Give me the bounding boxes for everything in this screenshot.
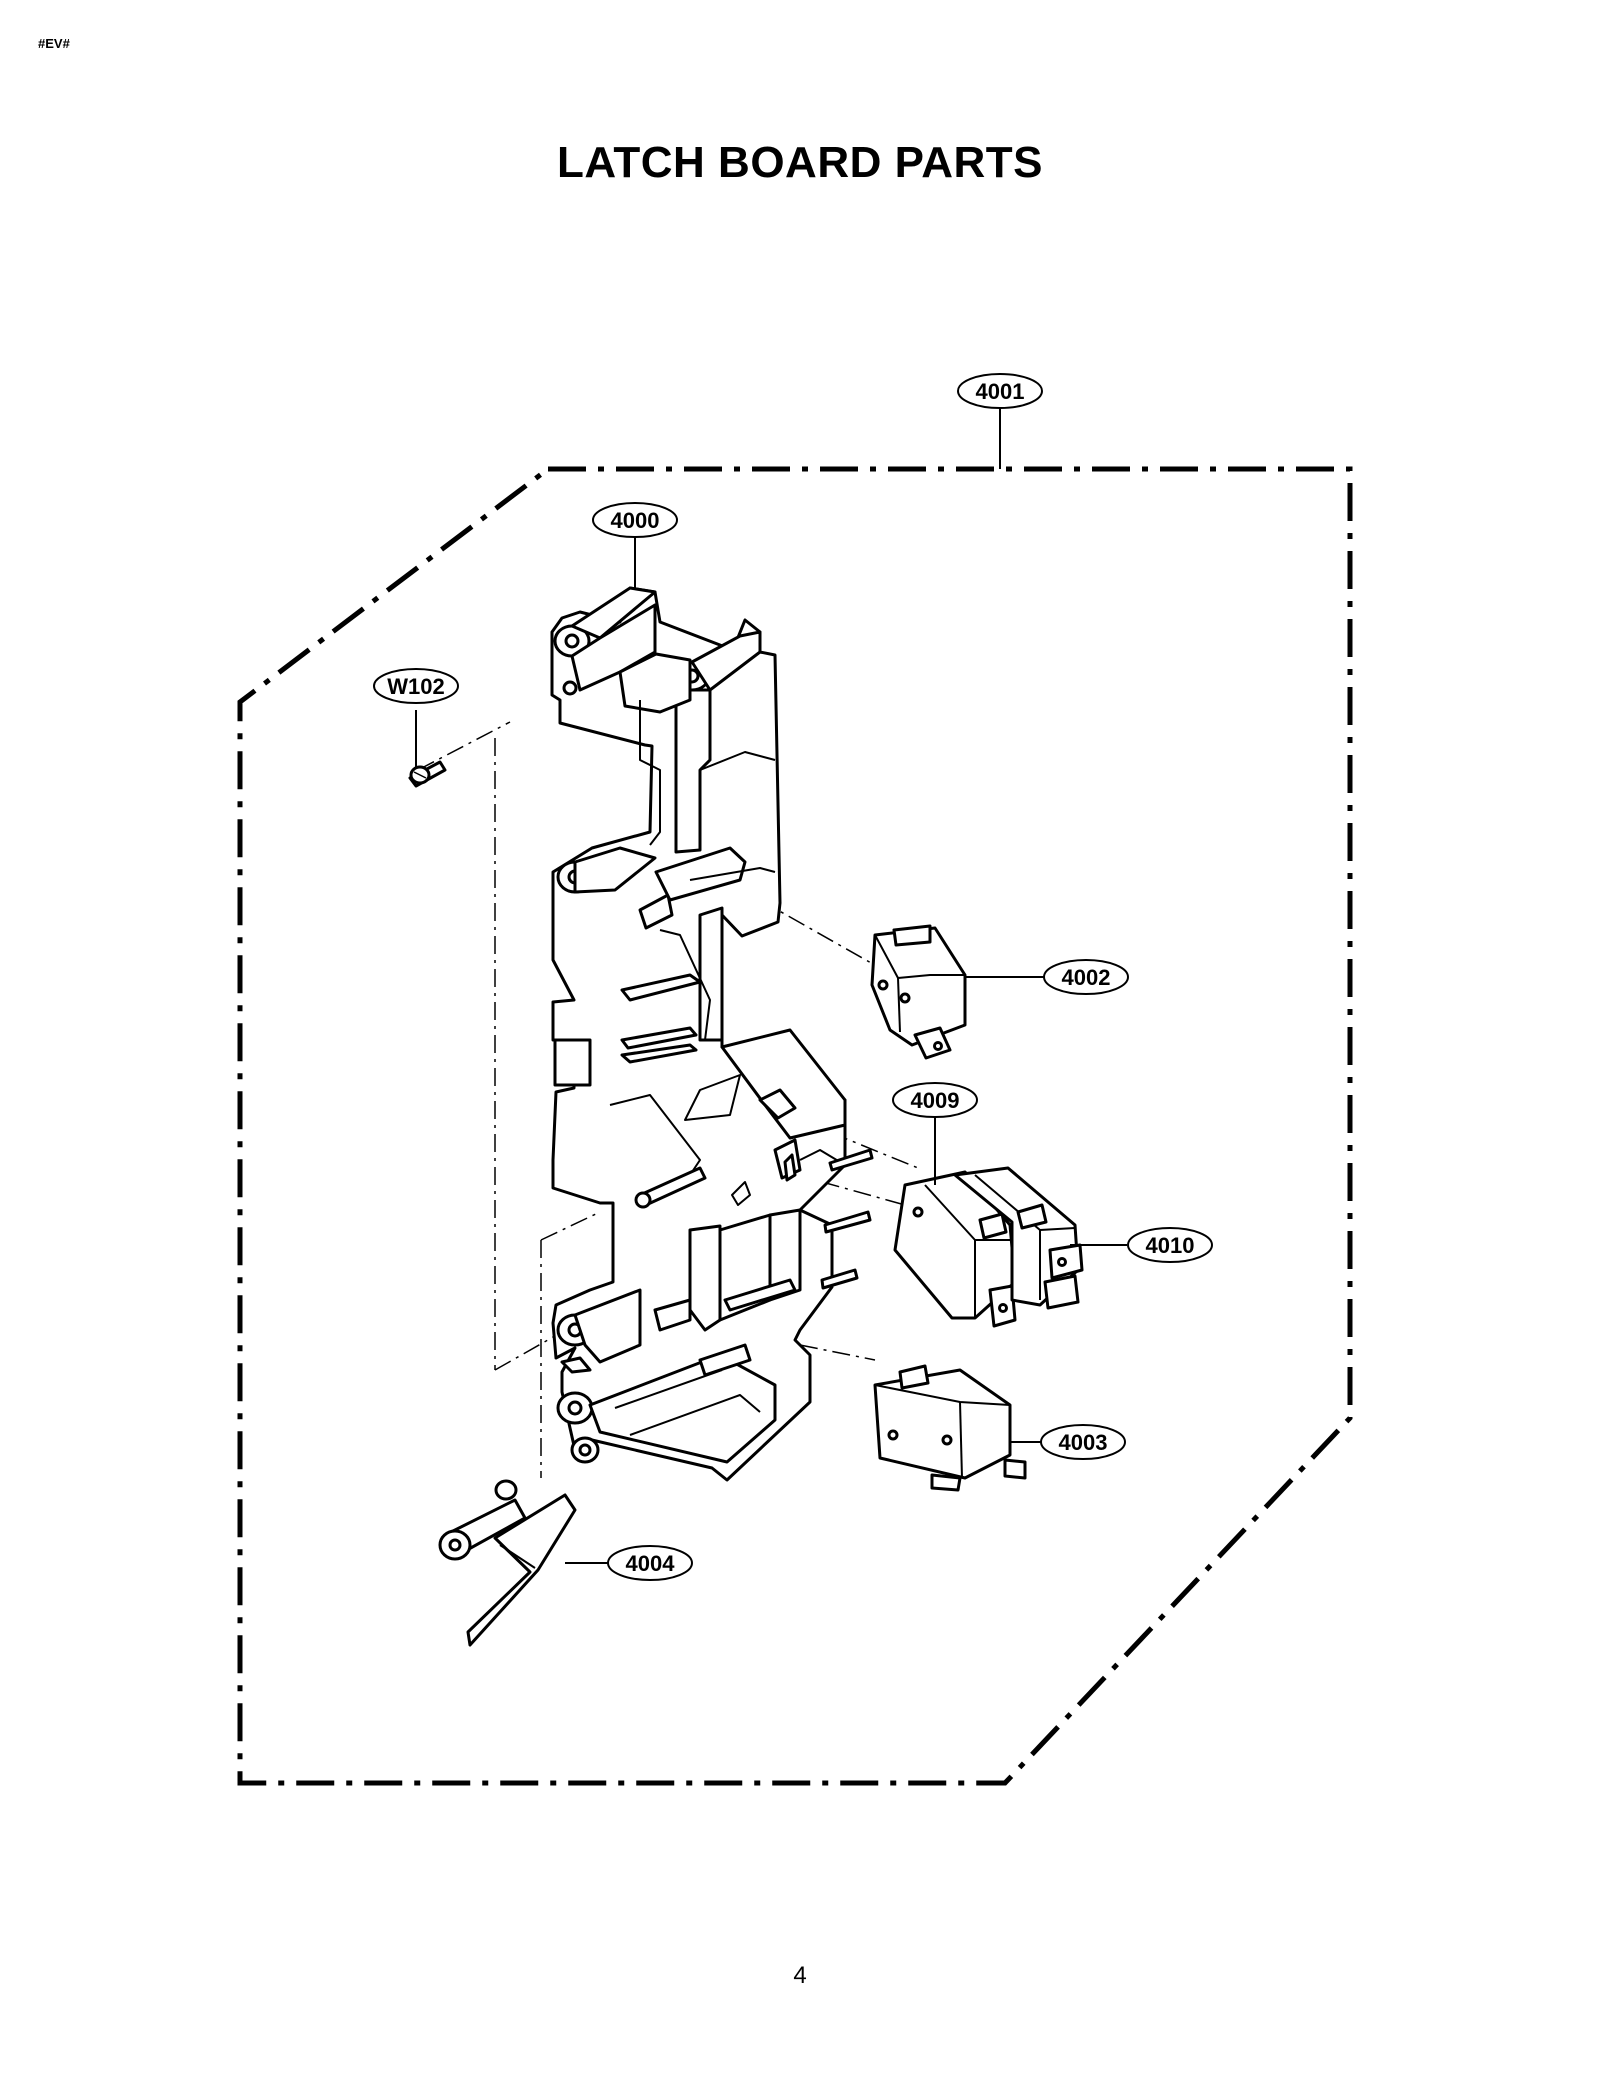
alignment-lines (417, 721, 919, 1478)
callout-4002: 4002 (1043, 959, 1129, 995)
leader-lines (415, 408, 1127, 1564)
latch-board-part (550, 586, 874, 1482)
assembly-boundary (237, 466, 1353, 1786)
callout-4003: 4003 (1040, 1424, 1126, 1460)
callout-4004: 4004 (607, 1545, 693, 1581)
document-code: #EV# (38, 36, 70, 51)
callout-4000-label: 4000 (611, 508, 660, 533)
switch-part-4003 (873, 1364, 1027, 1492)
callout-W102-label: W102 (387, 674, 444, 699)
latch-lever-part (438, 1479, 577, 1647)
callout-4001-label: 4001 (976, 379, 1025, 404)
page-title: LATCH BOARD PARTS (557, 138, 1043, 187)
callout-4000: 4000 (592, 502, 678, 538)
screw-part (408, 760, 447, 788)
callout-4001: 4001 (957, 373, 1043, 409)
callout-4009-label: 4009 (911, 1088, 960, 1113)
callout-4010: 4010 (1127, 1227, 1213, 1263)
callout-4010-label: 4010 (1146, 1233, 1195, 1258)
switch-part-4009 (893, 1170, 1017, 1328)
page-number: 4 (793, 1962, 807, 1989)
callout-4002-label: 4002 (1062, 965, 1111, 990)
switch-part-4002 (870, 924, 967, 1060)
callout-4004-label: 4004 (626, 1551, 676, 1576)
switch-part-4010 (953, 1166, 1084, 1310)
callout-W102: W102 (373, 668, 459, 704)
callout-4003-label: 4003 (1059, 1430, 1108, 1455)
callout-4009: 4009 (892, 1082, 978, 1118)
